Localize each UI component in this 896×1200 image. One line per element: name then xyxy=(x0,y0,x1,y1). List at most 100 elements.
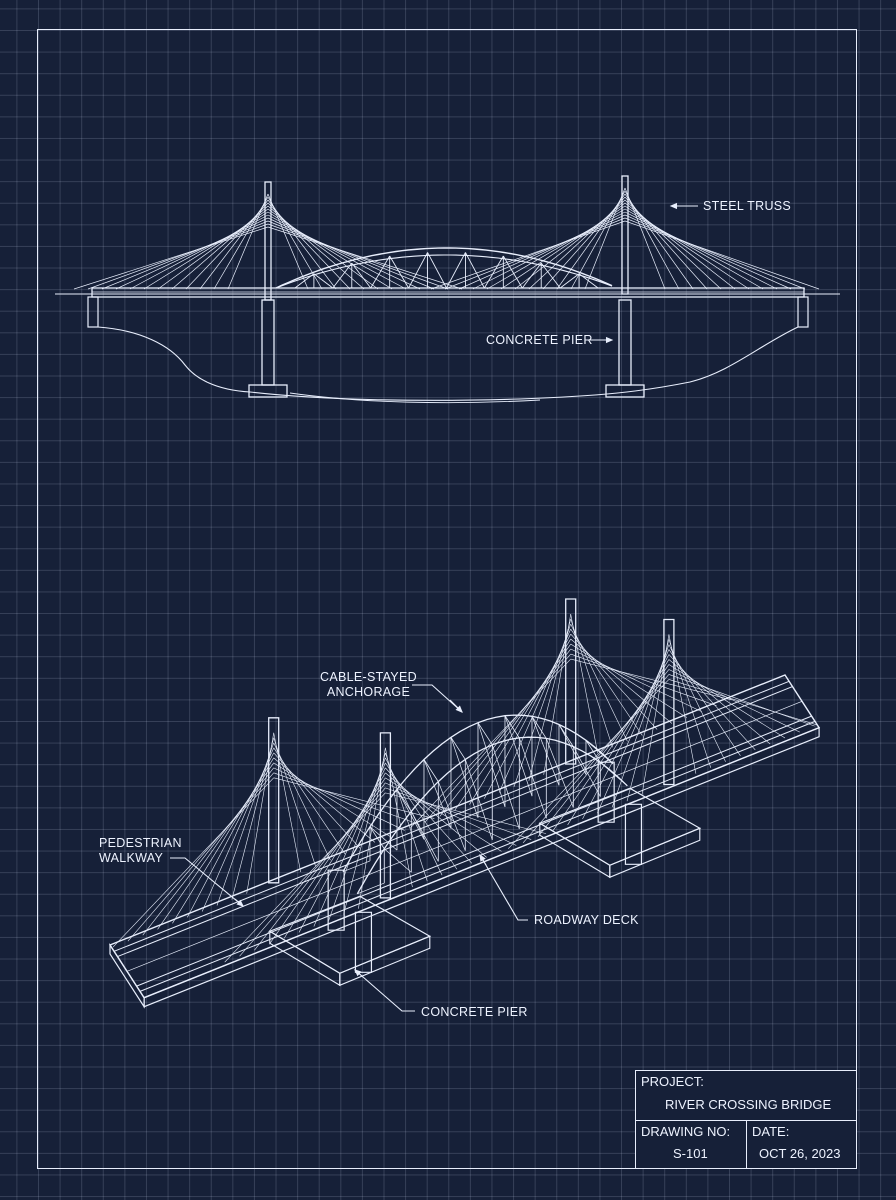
iso-stay-cable xyxy=(528,618,571,781)
iso-truss-diagonal xyxy=(342,860,371,873)
stay-cable xyxy=(430,220,626,290)
iso-stay-cable xyxy=(385,772,487,858)
arrowhead xyxy=(605,336,614,344)
iso-stay-cable xyxy=(239,787,386,957)
iso-stay-cable xyxy=(552,664,670,832)
date-value: OCT 26, 2023 xyxy=(759,1146,841,1161)
iso-footing-side xyxy=(269,930,341,987)
iso-stay-cable xyxy=(127,772,274,942)
iso-stay-cable xyxy=(385,767,473,864)
stay-cable xyxy=(624,187,666,290)
stay-cable xyxy=(458,214,626,290)
elevation-view xyxy=(55,175,840,404)
stay-cable xyxy=(143,211,269,290)
label-line: ANCHORAGE xyxy=(326,685,411,699)
truss-diagonal xyxy=(351,262,372,289)
truss-diagonal xyxy=(389,255,409,289)
iso-stay-cable xyxy=(273,762,390,837)
iso-stay-cable xyxy=(112,777,274,948)
iso-stay-cable xyxy=(142,767,274,936)
stay-cable xyxy=(624,220,820,290)
iso-footing-side xyxy=(539,822,611,879)
iso-stay-cable xyxy=(409,658,571,829)
iso-stay-cable xyxy=(668,639,712,768)
iso-stay-cable xyxy=(570,643,687,718)
iso-stay-cable xyxy=(508,679,670,849)
date-label: DATE: xyxy=(752,1124,790,1139)
iso-stay-cable xyxy=(269,777,386,945)
iso-stay-cable xyxy=(201,747,274,912)
iso-stay-cable xyxy=(570,618,613,748)
iso-stay-cable xyxy=(283,772,386,939)
stay-cable xyxy=(472,211,626,290)
arrowhead xyxy=(236,899,244,907)
iso-pylon xyxy=(268,717,280,884)
iso-stay-cable xyxy=(668,634,697,774)
iso-stay-cable xyxy=(273,777,435,819)
stay-cable xyxy=(115,217,269,290)
iso-lane-line xyxy=(136,715,812,987)
iso-stay-cable xyxy=(187,752,274,918)
iso-pier-column xyxy=(597,761,615,823)
leader-cable-stayed xyxy=(412,684,463,713)
iso-stay-cable xyxy=(273,772,420,825)
iso-truss-diagonal xyxy=(423,759,452,829)
truss-diagonal xyxy=(427,252,447,289)
iso-stay-cable xyxy=(172,757,274,924)
iso-stay-cable xyxy=(298,767,386,933)
truss-diagonal xyxy=(578,273,599,289)
riverbed-inner xyxy=(289,392,541,404)
iso-stay-cable xyxy=(273,757,376,843)
stay-cable xyxy=(486,208,626,290)
iso-stay-cable xyxy=(668,659,771,745)
stay-cable xyxy=(528,199,626,290)
stay-cable xyxy=(267,214,407,290)
iso-stay-cable xyxy=(668,654,756,751)
deck xyxy=(91,287,805,298)
isometric-view xyxy=(108,598,821,1009)
pier-footing xyxy=(248,384,288,398)
pier-footing xyxy=(605,384,645,398)
iso-stay-cable xyxy=(498,628,571,793)
iso-stay-cable xyxy=(668,679,818,726)
truss-diagonal xyxy=(521,262,542,289)
stay-cable xyxy=(87,223,269,290)
iso-truss-diagonal xyxy=(531,716,560,786)
stay-cable xyxy=(444,217,626,290)
stay-cable xyxy=(514,202,626,290)
iso-cross-brace xyxy=(396,789,412,812)
stay-cable xyxy=(624,211,778,290)
leader-roadway xyxy=(479,854,528,921)
iso-lane-line xyxy=(139,720,816,992)
leader-concrete-pier xyxy=(354,969,415,1012)
label-concrete-pier-elevation: CONCRETE PIER xyxy=(486,333,593,347)
iso-stay-cable xyxy=(246,732,275,894)
iso-truss-diagonal xyxy=(477,722,506,808)
truss-diagonal xyxy=(465,252,485,289)
iso-cross-brace xyxy=(423,759,439,782)
iso-stay-cable xyxy=(224,792,386,963)
iso-truss-diagonal xyxy=(600,762,628,787)
iso-stay-cable xyxy=(570,653,717,706)
truss-diagonal xyxy=(502,255,523,289)
truss-diagonal xyxy=(540,262,561,289)
iso-pylon xyxy=(379,732,392,899)
stay-cable xyxy=(185,202,269,290)
pier xyxy=(618,299,632,386)
title-block: PROJECT: RIVER CROSSING BRIDGE DRAWING N… xyxy=(635,1070,857,1169)
iso-stay-cable xyxy=(157,762,274,930)
iso-stay-cable xyxy=(254,782,386,951)
truss-diagonal xyxy=(332,262,353,289)
iso-stay-cable xyxy=(385,777,502,852)
stay-cable xyxy=(500,205,626,290)
stay-cable xyxy=(73,226,269,290)
left-abutment xyxy=(87,296,99,328)
iso-stay-cable xyxy=(668,664,786,739)
iso-stay-cable xyxy=(231,737,274,900)
iso-stay-cable xyxy=(626,639,670,802)
arrowhead xyxy=(669,202,678,210)
project-label: PROJECT: xyxy=(641,1074,704,1089)
iso-cross-brace xyxy=(477,722,493,746)
iso-stay-cable xyxy=(582,654,670,820)
callout-leaders xyxy=(170,202,698,1012)
